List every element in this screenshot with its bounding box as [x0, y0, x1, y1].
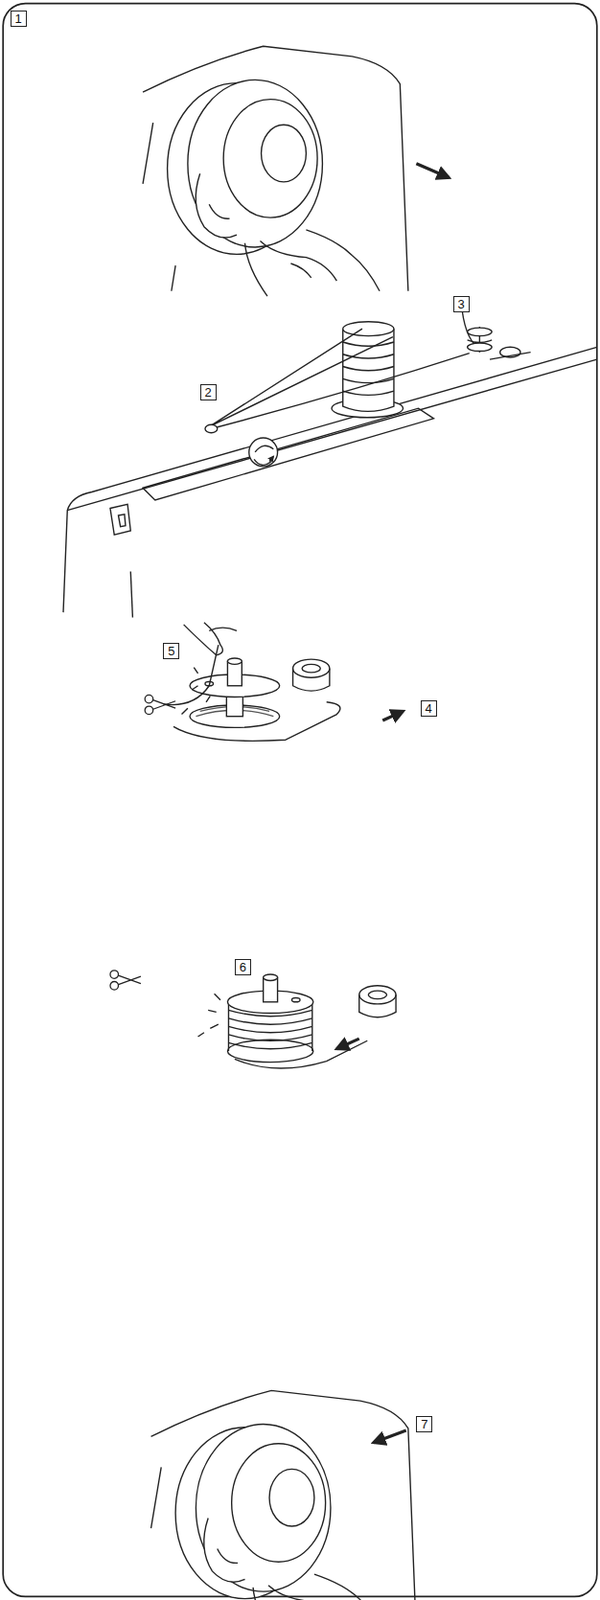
- callout-number: 4: [420, 700, 438, 717]
- callout-number: 6: [234, 959, 252, 976]
- callout-number: 5: [162, 643, 180, 660]
- callout-number: 2: [200, 384, 217, 401]
- callout-number: 1: [10, 10, 27, 27]
- callout-number: 7: [415, 1416, 433, 1433]
- callout-number: 3: [453, 296, 470, 313]
